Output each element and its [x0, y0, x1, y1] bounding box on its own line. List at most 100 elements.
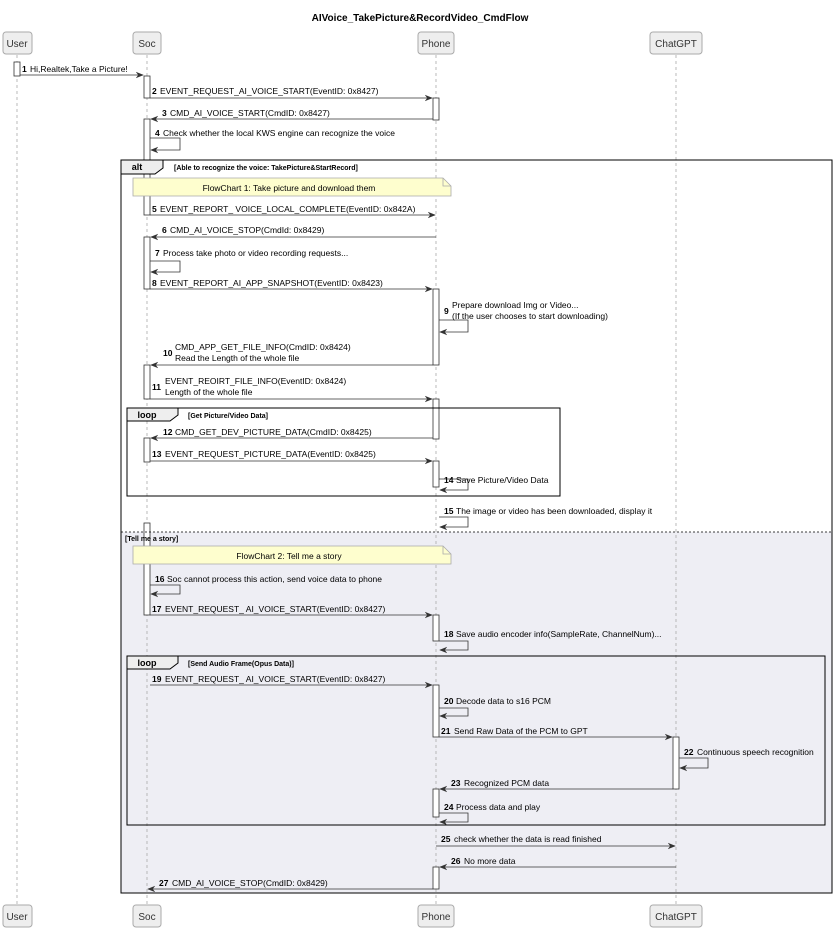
participant-chatgpt: ChatGPT [649, 31, 703, 55]
message-19: 19 EVENT_REQUEST_ AI_VOICE_START(EventID… [150, 674, 433, 689]
note-flowchart-1-text: FlowChart 1: Take picture and download t… [203, 183, 376, 193]
loop-fragment-2: loop [Send Audio Frame(Opus Data)] [126, 655, 826, 826]
message-12-number: 12 [163, 427, 173, 437]
message-17-label: EVENT_REQUEST_ AI_VOICE_START(EventID: 0… [165, 604, 385, 614]
message-22: 22 Continuous speech recognition [679, 747, 814, 772]
alt-fragment: alt [Able to recognize the voice: TakePi… [120, 159, 833, 894]
message-7-number: 7 [155, 248, 160, 258]
message-21-number: 21 [441, 726, 451, 736]
participant-soc-bottom-label: Soc [138, 912, 155, 923]
message-5-label: EVENT_REPORT_ VOICE_LOCAL_COMPLETE(Event… [160, 204, 416, 214]
message-24: 24 Process data and play [439, 802, 541, 826]
message-15-label: The image or video has been downloaded, … [456, 506, 653, 516]
message-5: 5 EVENT_REPORT_ VOICE_LOCAL_COMPLETE(Eve… [150, 204, 436, 219]
message-1: 1 Hi,Realtek,Take a Picture! [20, 64, 144, 79]
message-4: 4 Check whether the local KWS engine can… [150, 128, 395, 154]
message-20-number: 20 [444, 696, 454, 706]
message-18-label: Save audio encoder info(SampleRate, Chan… [456, 629, 662, 639]
diagram-title: AIVoice_TakePicture&RecordVideo_CmdFlow [312, 13, 529, 24]
message-10-label-line1: CMD_APP_GET_FILE_INFO(CmdID: 0x8424) [175, 342, 351, 352]
participant-chatgpt-bottom-label: ChatGPT [655, 912, 697, 923]
message-27-label: CMD_AI_VOICE_STOP(CmdID: 0x8429) [172, 878, 328, 888]
message-5-number: 5 [152, 204, 157, 214]
message-7-label: Process take photo or video recording re… [163, 248, 348, 258]
message-19-label: EVENT_REQUEST_ AI_VOICE_START(EventID: 0… [165, 674, 385, 684]
participant-soc: Soc [132, 31, 162, 55]
message-8-number: 8 [152, 278, 157, 288]
message-8: 8 EVENT_REPORT_AI_APP_SNAPSHOT(EventID: … [150, 278, 433, 293]
message-11-label-line2: Length of the whole file [165, 387, 253, 397]
messages: 1 Hi,Realtek,Take a Picture! 2 EVENT_REQ… [20, 64, 814, 893]
message-6: 6 CMD_AI_VOICE_STOP(CmdId: 0x8429) [150, 225, 436, 241]
message-7: 7 Process take photo or video recording … [150, 248, 348, 276]
note-flowchart-2-text: FlowChart 2: Tell me a story [236, 551, 342, 561]
message-13: 13 EVENT_REQUEST_PICTURE_DATA(EventID: 0… [150, 449, 433, 465]
participant-chatgpt-label: ChatGPT [655, 39, 697, 50]
message-8-label: EVENT_REPORT_AI_APP_SNAPSHOT(EventID: 0x… [160, 278, 383, 288]
message-11-label-line1: EVENT_REOIRT_FILE_INFO(EventID: 0x8424) [165, 376, 346, 386]
alt-keyword: alt [132, 162, 143, 172]
message-24-number: 24 [444, 802, 454, 812]
message-10: 10 CMD_APP_GET_FILE_INFO(CmdID: 0x8424) … [150, 342, 433, 369]
message-15-number: 15 [444, 506, 454, 516]
message-16-number: 16 [155, 574, 165, 584]
participant-user: User [2, 31, 33, 55]
message-25-number: 25 [441, 834, 451, 844]
message-16: 16 Soc cannot process this action, send … [150, 574, 382, 598]
message-17-number: 17 [152, 604, 162, 614]
message-10-label-line2: Read the Length of the whole file [175, 353, 300, 363]
message-27: 27 CMD_AI_VOICE_STOP(CmdID: 0x8429) [147, 878, 433, 893]
alt-condition-2: [Tell me a story] [125, 536, 178, 543]
message-2-number: 2 [152, 86, 157, 96]
message-18-number: 18 [444, 629, 454, 639]
participant-phone-label: Phone [422, 39, 451, 50]
message-22-label: Continuous speech recognition [697, 747, 814, 757]
note-flowchart-2: FlowChart 2: Tell me a story [132, 545, 452, 565]
message-26-label: No more data [464, 856, 516, 866]
message-2-label: EVENT_REQUEST_AI_VOICE_START(EventID: 0x… [160, 86, 379, 96]
message-14-number: 14 [444, 475, 454, 485]
message-27-number: 27 [159, 878, 169, 888]
message-4-label: Check whether the local KWS engine can r… [163, 128, 395, 138]
loop2-condition: [Send Audio Frame(Opus Data)] [188, 661, 294, 668]
note-flowchart-1: FlowChart 1: Take picture and download t… [132, 177, 452, 197]
message-2: 2 EVENT_REQUEST_AI_VOICE_START(EventID: … [150, 86, 433, 102]
message-14: 14 Save Picture/Video Data [439, 475, 549, 494]
loop1-condition: [Get Picture/Video Data] [188, 413, 268, 420]
message-3: 3 CMD_AI_VOICE_START(CmdID: 0x8427) [150, 108, 433, 123]
message-23-number: 23 [451, 778, 461, 788]
message-23: 23 Recognized PCM data [439, 778, 673, 793]
loop-fragment-1: loop [Get Picture/Video Data] [126, 407, 561, 497]
message-9: 9 Prepare download Img or Video... (If t… [439, 300, 608, 336]
message-25-label: check whether the data is read finished [454, 834, 602, 844]
message-4-number: 4 [155, 128, 160, 138]
message-22-number: 22 [684, 747, 694, 757]
alt-else-background [121, 532, 832, 893]
message-21: 21 Send Raw Data of the PCM to GPT [439, 726, 673, 741]
participant-phone-bottom-label: Phone [422, 912, 451, 923]
alt-condition-1: [Able to recognize the voice: TakePictur… [174, 165, 358, 172]
message-14-label: Save Picture/Video Data [456, 475, 549, 485]
participant-soc-label: Soc [138, 39, 155, 50]
message-21-label: Send Raw Data of the PCM to GPT [454, 726, 588, 736]
message-12-label: CMD_GET_DEV_PICTURE_DATA(CmdID: 0x8425) [175, 427, 372, 437]
message-15: 15 The image or video has been downloade… [439, 506, 653, 531]
message-10-number: 10 [163, 348, 173, 358]
participant-chatgpt-bottom: ChatGPT [649, 904, 703, 928]
message-3-number: 3 [162, 108, 167, 118]
loop2-keyword: loop [138, 658, 157, 668]
participant-user-bottom: User [2, 904, 33, 928]
message-13-number: 13 [152, 449, 162, 459]
message-1-number: 1 [22, 64, 27, 74]
participant-user-bottom-label: User [6, 912, 28, 923]
message-19-number: 19 [152, 674, 162, 684]
message-16-label: Soc cannot process this action, send voi… [167, 574, 382, 584]
message-26-number: 26 [451, 856, 461, 866]
message-13-label: EVENT_REQUEST_PICTURE_DATA(EventID: 0x84… [165, 449, 376, 459]
message-17: 17 EVENT_REQUEST_ AI_VOICE_START(EventID… [150, 604, 433, 619]
message-1-label: Hi,Realtek,Take a Picture! [30, 64, 128, 74]
message-6-label: CMD_AI_VOICE_STOP(CmdId: 0x8429) [170, 225, 324, 235]
message-26: 26 No more data [439, 856, 676, 871]
message-11: 11 EVENT_REOIRT_FILE_INFO(EventID: 0x842… [150, 376, 433, 403]
